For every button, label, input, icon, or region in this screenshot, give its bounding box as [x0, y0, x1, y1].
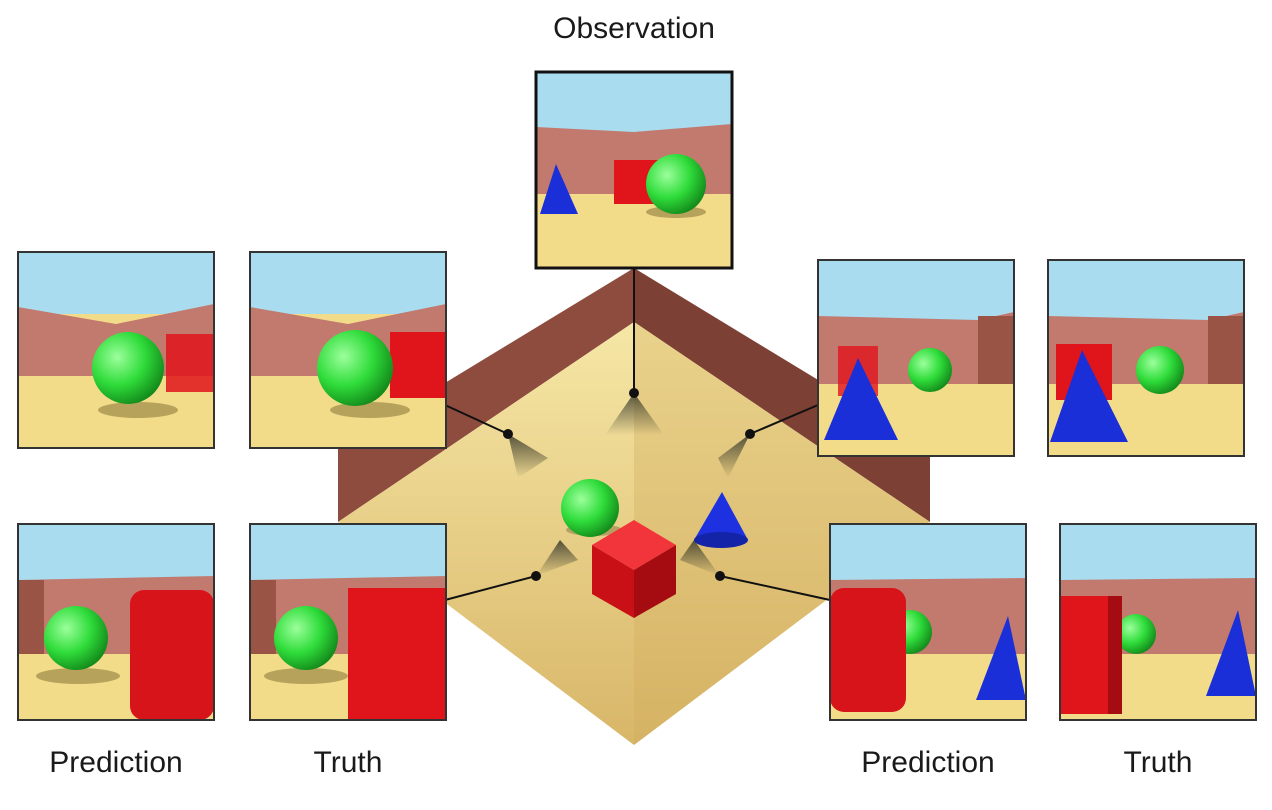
prediction-label-left: Prediction — [49, 746, 183, 779]
room-cube — [592, 520, 676, 618]
panel-bottom-right-truth — [1059, 523, 1257, 721]
prediction-label-right: Prediction — [861, 746, 995, 779]
panel-top-left-truth — [249, 251, 447, 449]
room-cone — [694, 492, 748, 548]
panel-observation — [534, 70, 734, 270]
connector-lines — [444, 268, 831, 601]
panel-top-right-truth — [1047, 259, 1245, 457]
room-sphere — [561, 479, 619, 537]
obs-sphere — [646, 154, 706, 214]
panel-bottom-left-prediction — [17, 523, 215, 721]
observation-label: Observation — [553, 12, 715, 45]
panel-top-left-prediction — [17, 251, 215, 449]
room-3d — [338, 268, 930, 745]
room-right-wall — [634, 268, 930, 522]
obs-cone — [540, 164, 578, 214]
room-left-wall — [338, 268, 634, 522]
panel-top-right-prediction — [817, 259, 1015, 457]
panel-bottom-right-prediction — [829, 523, 1027, 721]
panel-bottom-left-truth — [249, 523, 447, 721]
truth-label-right: Truth — [1123, 746, 1193, 779]
truth-label-left: Truth — [313, 746, 383, 779]
